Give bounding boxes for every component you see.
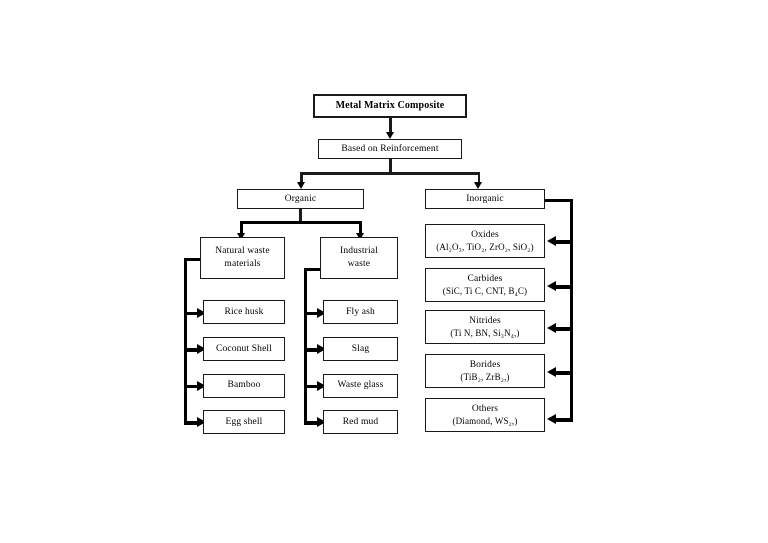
arrowhead-egg-shell bbox=[197, 417, 206, 427]
node-label: Bamboo bbox=[227, 380, 261, 391]
arrowhead-red-mud bbox=[317, 417, 326, 427]
connector-natural-bus-top bbox=[184, 258, 203, 261]
connector-organic-bus bbox=[240, 221, 362, 224]
node-oxides: Oxides (Al₂O₃, TiO₂, ZrO₂, SiO₂) bbox=[425, 224, 545, 258]
node-label-line1: Industrial bbox=[340, 246, 378, 257]
connector-criterion-to-inorganic bbox=[477, 172, 480, 184]
node-label-line2: waste bbox=[347, 259, 371, 269]
node-nitrides: Nitrides (Ti N, BN, Si₃N₄,) bbox=[425, 310, 545, 344]
connector-stub-egg-shell bbox=[184, 421, 200, 425]
node-formula: (Ti N, BN, Si₃N₄,) bbox=[450, 328, 520, 339]
node-formula: (SiC, Ti C, CNT, B₄C) bbox=[442, 286, 528, 297]
node-carbides: Carbides (SiC, Ti C, CNT, B₄C) bbox=[425, 268, 545, 302]
node-label: Red mud bbox=[342, 416, 379, 427]
node-metal-matrix-composite: Metal Matrix Composite bbox=[313, 94, 467, 118]
arrowhead-nitrides bbox=[547, 323, 556, 333]
arrowhead-others bbox=[547, 414, 556, 424]
connector-stub-coconut-shell bbox=[184, 348, 200, 352]
node-inorganic: Inorganic bbox=[425, 189, 545, 209]
node-label-line1: Natural waste bbox=[215, 246, 270, 257]
connector-stub-carbides bbox=[556, 285, 573, 289]
node-coconut-shell: Coconut Shell bbox=[203, 337, 285, 361]
node-bamboo: Bamboo bbox=[203, 373, 285, 398]
connector-criterion-bus bbox=[300, 172, 480, 175]
node-label: Inorganic bbox=[466, 193, 504, 204]
node-formula: (Al₂O₃, TiO₂, ZrO₂, SiO₂) bbox=[436, 242, 534, 253]
arrowhead-oxides bbox=[547, 236, 556, 246]
node-label: Fly ash bbox=[346, 306, 375, 317]
node-label: Others bbox=[471, 403, 499, 414]
node-industrial-waste: Industrial waste bbox=[320, 237, 398, 279]
node-label: Oxides bbox=[471, 229, 499, 240]
connector-stub-bamboo bbox=[184, 384, 200, 388]
node-label: Rice husk bbox=[224, 306, 264, 317]
node-fly-ash: Fly ash bbox=[323, 300, 398, 324]
node-label: Carbides bbox=[467, 273, 503, 284]
node-formula: (Diamond, WS₂,) bbox=[452, 416, 518, 427]
arrowhead-to-inorganic bbox=[474, 182, 482, 189]
arrowhead-waste-glass bbox=[317, 380, 326, 391]
arrowhead-to-organic bbox=[296, 182, 305, 189]
connector-root-to-criterion bbox=[389, 118, 392, 134]
connector-natural-bus-vertical bbox=[184, 258, 187, 424]
node-label: Slag bbox=[351, 343, 370, 354]
node-others: Others (Diamond, WS₂,) bbox=[425, 398, 545, 432]
arrowhead-rice-husk bbox=[197, 307, 206, 318]
connector-industrial-bus-vertical bbox=[304, 268, 307, 424]
node-rice-husk: Rice husk bbox=[203, 300, 285, 324]
connector-inorganic-bus-top bbox=[545, 199, 573, 202]
connector-criterion-to-organic bbox=[300, 172, 303, 184]
node-waste-glass: Waste glass bbox=[323, 373, 398, 398]
node-label: Coconut Shell bbox=[215, 343, 273, 354]
connector-stub-others bbox=[556, 418, 573, 422]
connector-stub-fly-ash bbox=[304, 311, 320, 315]
arrowhead-to-industrial-waste bbox=[356, 233, 364, 240]
node-borides: Borides (TiB₂, ZrB₂,) bbox=[425, 354, 545, 388]
node-label: Egg shell bbox=[225, 416, 263, 427]
arrowhead-borides bbox=[547, 367, 556, 377]
node-label: Metal Matrix Composite bbox=[335, 100, 445, 112]
arrowhead-slag bbox=[317, 344, 326, 354]
connector-stub-rice-husk bbox=[184, 311, 200, 315]
node-label: Based on Reinforcement bbox=[341, 143, 439, 154]
connector-organic-to-industrial bbox=[359, 221, 362, 235]
node-organic: Organic bbox=[237, 189, 364, 209]
node-red-mud: Red mud bbox=[323, 410, 398, 434]
connector-stub-waste-glass bbox=[304, 384, 320, 388]
connector-stub-borides bbox=[556, 371, 573, 375]
connector-stub-oxides bbox=[556, 240, 573, 244]
arrowhead-root-to-criterion bbox=[385, 132, 394, 139]
connector-stub-nitrides bbox=[556, 327, 573, 331]
node-label: Borides bbox=[469, 359, 501, 370]
connector-inorganic-bus-vertical bbox=[570, 199, 573, 421]
node-formula: (TiB₂, ZrB₂,) bbox=[460, 372, 510, 383]
node-based-on-reinforcement: Based on Reinforcement bbox=[318, 139, 462, 159]
connector-stub-slag bbox=[304, 348, 320, 352]
node-label-line2: materials bbox=[224, 259, 261, 269]
arrowhead-to-natural-waste bbox=[237, 233, 245, 240]
connector-industrial-bus-top bbox=[304, 268, 323, 271]
node-egg-shell: Egg shell bbox=[203, 410, 285, 434]
arrowhead-coconut-shell bbox=[197, 344, 206, 354]
arrowhead-carbides bbox=[547, 281, 556, 291]
node-label: Organic bbox=[284, 193, 317, 204]
connector-stub-red-mud bbox=[304, 421, 320, 425]
connector-criterion-stem bbox=[389, 159, 392, 174]
node-label: Waste glass bbox=[337, 380, 384, 391]
arrowhead-bamboo bbox=[197, 380, 206, 391]
node-label: Nitrides bbox=[469, 315, 501, 326]
connector-organic-to-natural bbox=[240, 221, 243, 235]
connector-organic-stem bbox=[299, 209, 302, 223]
node-natural-waste-materials: Natural waste materials bbox=[200, 237, 285, 279]
arrowhead-fly-ash bbox=[317, 307, 326, 318]
node-slag: Slag bbox=[323, 337, 398, 361]
